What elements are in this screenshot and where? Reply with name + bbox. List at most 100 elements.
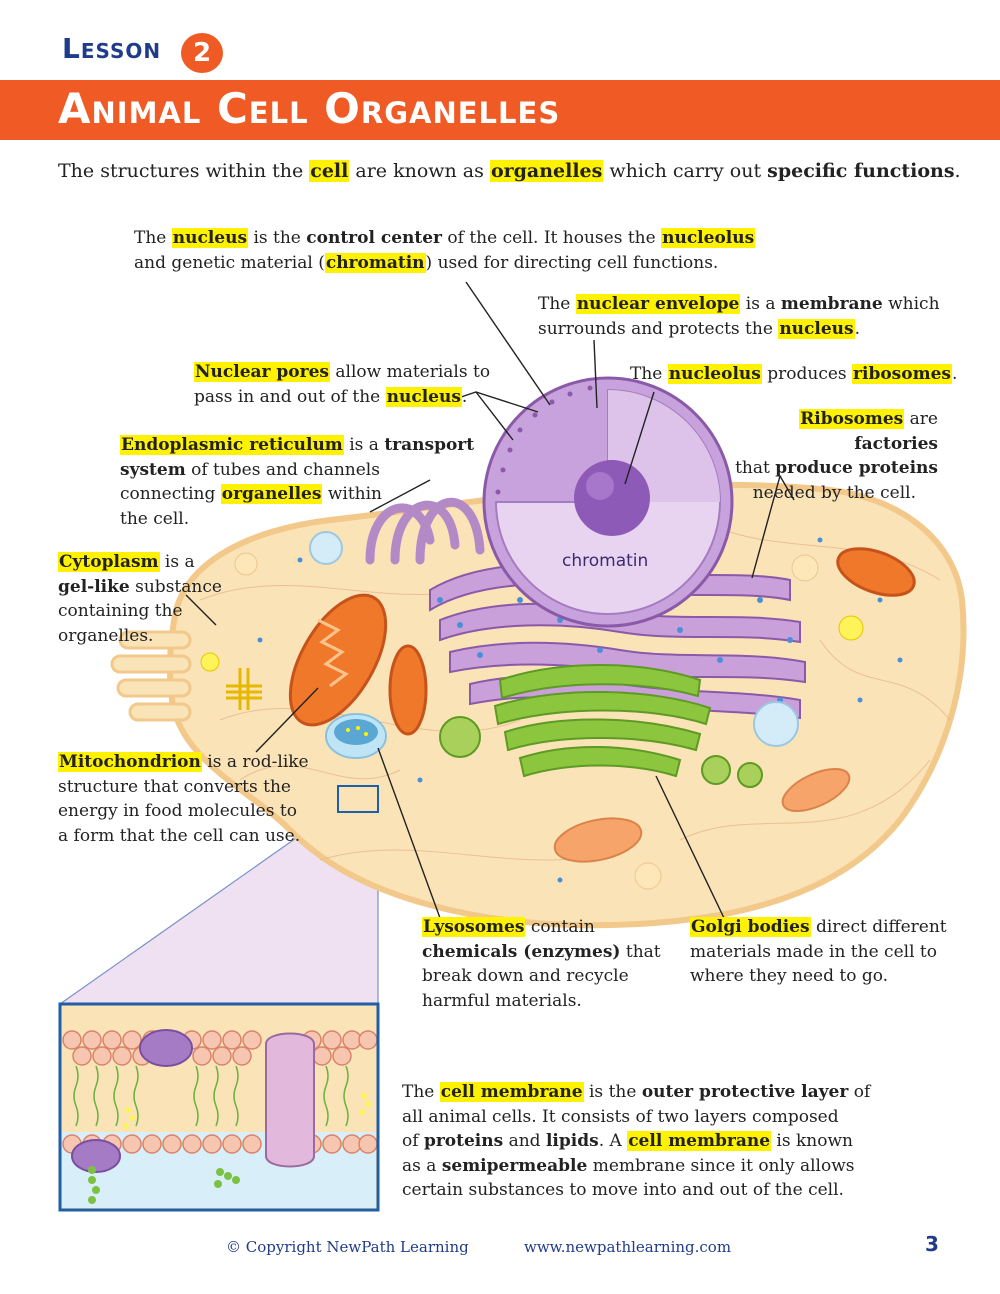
rb-t3: needed by the cell. bbox=[752, 482, 916, 503]
lesson-label: Lesson bbox=[62, 32, 162, 65]
ly-t4: harmful materials. bbox=[422, 990, 582, 1011]
lysosomes-annotation: Lysosomes contain chemicals (enzymes) th… bbox=[422, 915, 661, 1013]
cy-t1: is a bbox=[159, 552, 195, 572]
er-b-transport: transport bbox=[384, 435, 475, 455]
nuc-h-nucleus: nucleus bbox=[171, 228, 249, 248]
vesicle bbox=[200, 652, 220, 672]
go-t1: direct different bbox=[810, 917, 947, 937]
cm-b-proteins: proteins bbox=[423, 1131, 504, 1151]
cm-t7: . A bbox=[598, 1131, 628, 1151]
nuc-t5: ) used for directing cell functions. bbox=[425, 252, 719, 273]
nl-h-ribosomes: ribosomes bbox=[852, 364, 952, 384]
membrane-protein bbox=[139, 1029, 193, 1067]
vesicle bbox=[838, 615, 864, 641]
nucleolus-highlight bbox=[586, 472, 614, 500]
lipid-heads-top bbox=[62, 1030, 378, 1066]
ne-b-membrane: membrane bbox=[780, 294, 883, 314]
nuclear-envelope-annotation: The nuclear envelope is a membrane which… bbox=[538, 292, 940, 341]
cm-h-membrane: cell membrane bbox=[439, 1082, 584, 1102]
ne-h-envelope: nuclear envelope bbox=[575, 294, 741, 314]
membrane-protein bbox=[71, 1139, 121, 1173]
ne-h-nucleus: nucleus bbox=[778, 318, 855, 339]
cytoplasm-annotation: Cytoplasm is a gel-like substance contai… bbox=[58, 550, 222, 648]
intro-b-functions: specific functions bbox=[767, 160, 955, 182]
cm-t1: The bbox=[402, 1082, 440, 1102]
page-title: Animal Cell Organelles bbox=[58, 84, 561, 133]
nl-h-nucleolus: nucleolus bbox=[667, 364, 762, 384]
mi-t4: a form that the cell can use. bbox=[58, 825, 301, 846]
intro-t2: are known as bbox=[349, 160, 490, 182]
lysosome bbox=[325, 713, 387, 759]
nl-t1: The bbox=[630, 364, 668, 384]
rb-t2: that bbox=[735, 458, 776, 478]
chromatin-label: chromatin bbox=[562, 551, 648, 571]
golgi-bodies bbox=[493, 664, 712, 778]
intro-text: The structures within the cell are known… bbox=[58, 158, 961, 184]
cm-t8: is known bbox=[771, 1131, 853, 1151]
er-t2: of tubes and channels bbox=[185, 459, 380, 480]
mi-t2: structure that converts the bbox=[58, 776, 291, 797]
rb-h-ribosomes: Ribosomes bbox=[799, 409, 905, 429]
mi-h-mito: Mitochondrion bbox=[58, 752, 202, 772]
intro-h-cell: cell bbox=[309, 160, 350, 182]
glycolipid-chain bbox=[88, 1166, 240, 1204]
er-h-organelles: organelles bbox=[220, 484, 323, 504]
title-banner bbox=[0, 80, 1000, 140]
intro-h-organelles: organelles bbox=[489, 160, 604, 182]
nuc-t4: and genetic material ( bbox=[134, 252, 325, 273]
nuc-h-chromatin: chromatin bbox=[324, 252, 426, 273]
ribosomes-annotation: Ribosomes are factories that produce pro… bbox=[724, 407, 938, 505]
er-annotation: Endoplasmic reticulum is a transport sys… bbox=[120, 433, 474, 531]
cy-b-gel: gel-like bbox=[58, 576, 130, 597]
cm-t4: all animal cells. It consists of two lay… bbox=[402, 1106, 839, 1127]
cm-t2: is the bbox=[583, 1082, 642, 1102]
intro-t1: The structures within the bbox=[58, 160, 310, 182]
intro-t3: which carry out bbox=[603, 160, 768, 182]
er-coils bbox=[365, 497, 485, 565]
membrane-protein bbox=[265, 1032, 315, 1168]
er-t5: the cell. bbox=[120, 508, 190, 529]
cm-t6: and bbox=[503, 1131, 546, 1151]
vacuole bbox=[309, 531, 343, 565]
nuc-h-nucleolus: nucleolus bbox=[661, 228, 756, 248]
er-t3: connecting bbox=[120, 484, 221, 504]
mitochondrion bbox=[781, 767, 851, 813]
rb-b-factories: factories bbox=[854, 433, 938, 454]
np-t3: . bbox=[461, 386, 468, 407]
membrane-inset-border bbox=[58, 1002, 380, 1212]
ly-t1: contain bbox=[525, 917, 595, 937]
lipid-tails bbox=[73, 1065, 349, 1127]
nl-t3: . bbox=[951, 364, 958, 384]
cm-t10: membrane since it only allows bbox=[587, 1155, 855, 1176]
ne-t3: which bbox=[882, 294, 940, 314]
nuc-t2: is the bbox=[248, 228, 307, 248]
cell-membrane-annotation: The cell membrane is the outer protectiv… bbox=[402, 1080, 870, 1203]
go-t2: materials made in the cell to bbox=[690, 941, 937, 962]
intro-t4: . bbox=[954, 160, 961, 182]
vacuole bbox=[753, 701, 799, 747]
er-t1: is a bbox=[343, 435, 385, 455]
vesicle bbox=[791, 554, 819, 582]
cm-t9: as a bbox=[402, 1155, 442, 1176]
go-t3: where they need to go. bbox=[690, 966, 889, 986]
mi-t1: is a rod-like bbox=[201, 752, 309, 772]
mitochondrion-annotation: Mitochondrion is a rod-like structure th… bbox=[58, 750, 309, 848]
cm-t11: certain substances to move into and out … bbox=[402, 1180, 844, 1200]
cy-t4: organelles. bbox=[58, 625, 154, 646]
footer-website[interactable]: www.newpathlearning.com bbox=[524, 1238, 732, 1256]
microvilli bbox=[110, 630, 192, 722]
nuclear-pores bbox=[495, 385, 593, 495]
ne-t1: The bbox=[538, 294, 576, 314]
rb-t1: are bbox=[904, 409, 938, 429]
zoom-selection-box bbox=[337, 785, 379, 813]
er-h-er: Endoplasmic reticulum bbox=[120, 435, 344, 455]
cm-b-semi: semipermeable bbox=[441, 1155, 588, 1176]
ly-t3: break down and recycle bbox=[422, 966, 629, 986]
ne-t2: is a bbox=[740, 294, 781, 314]
vesicle bbox=[234, 552, 258, 576]
zoom-projection bbox=[60, 810, 378, 1004]
golgi-vesicle bbox=[439, 716, 481, 758]
cm-h-membrane2: cell membrane bbox=[627, 1131, 772, 1151]
er-t4: within bbox=[322, 484, 382, 504]
